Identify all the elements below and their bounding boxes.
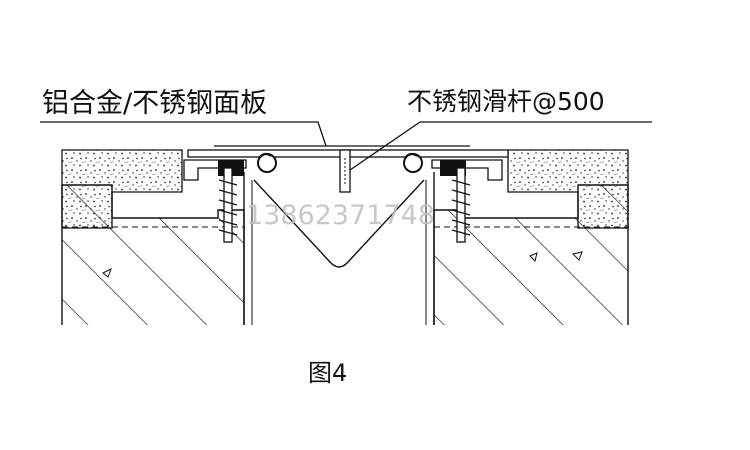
right-screed-layer <box>507 149 629 229</box>
phone-watermark: 13862371748 <box>246 200 435 231</box>
aggregate-mark <box>572 251 583 261</box>
right-anchor-bolt <box>451 167 471 243</box>
left-anchor-bolt <box>218 167 238 243</box>
panel-leader-line <box>40 121 327 147</box>
aggregate-mark <box>102 267 112 278</box>
figure-caption: 图4 <box>308 359 347 387</box>
left-screed-layer <box>61 149 183 229</box>
rod-leader-line <box>349 121 652 171</box>
waterproof-membrane <box>253 179 425 268</box>
aggregate-mark <box>529 252 538 262</box>
rod-label: 不锈钢滑杆@500 <box>407 87 605 116</box>
panel-label: 铝合金/不锈钢面板 <box>42 88 267 119</box>
